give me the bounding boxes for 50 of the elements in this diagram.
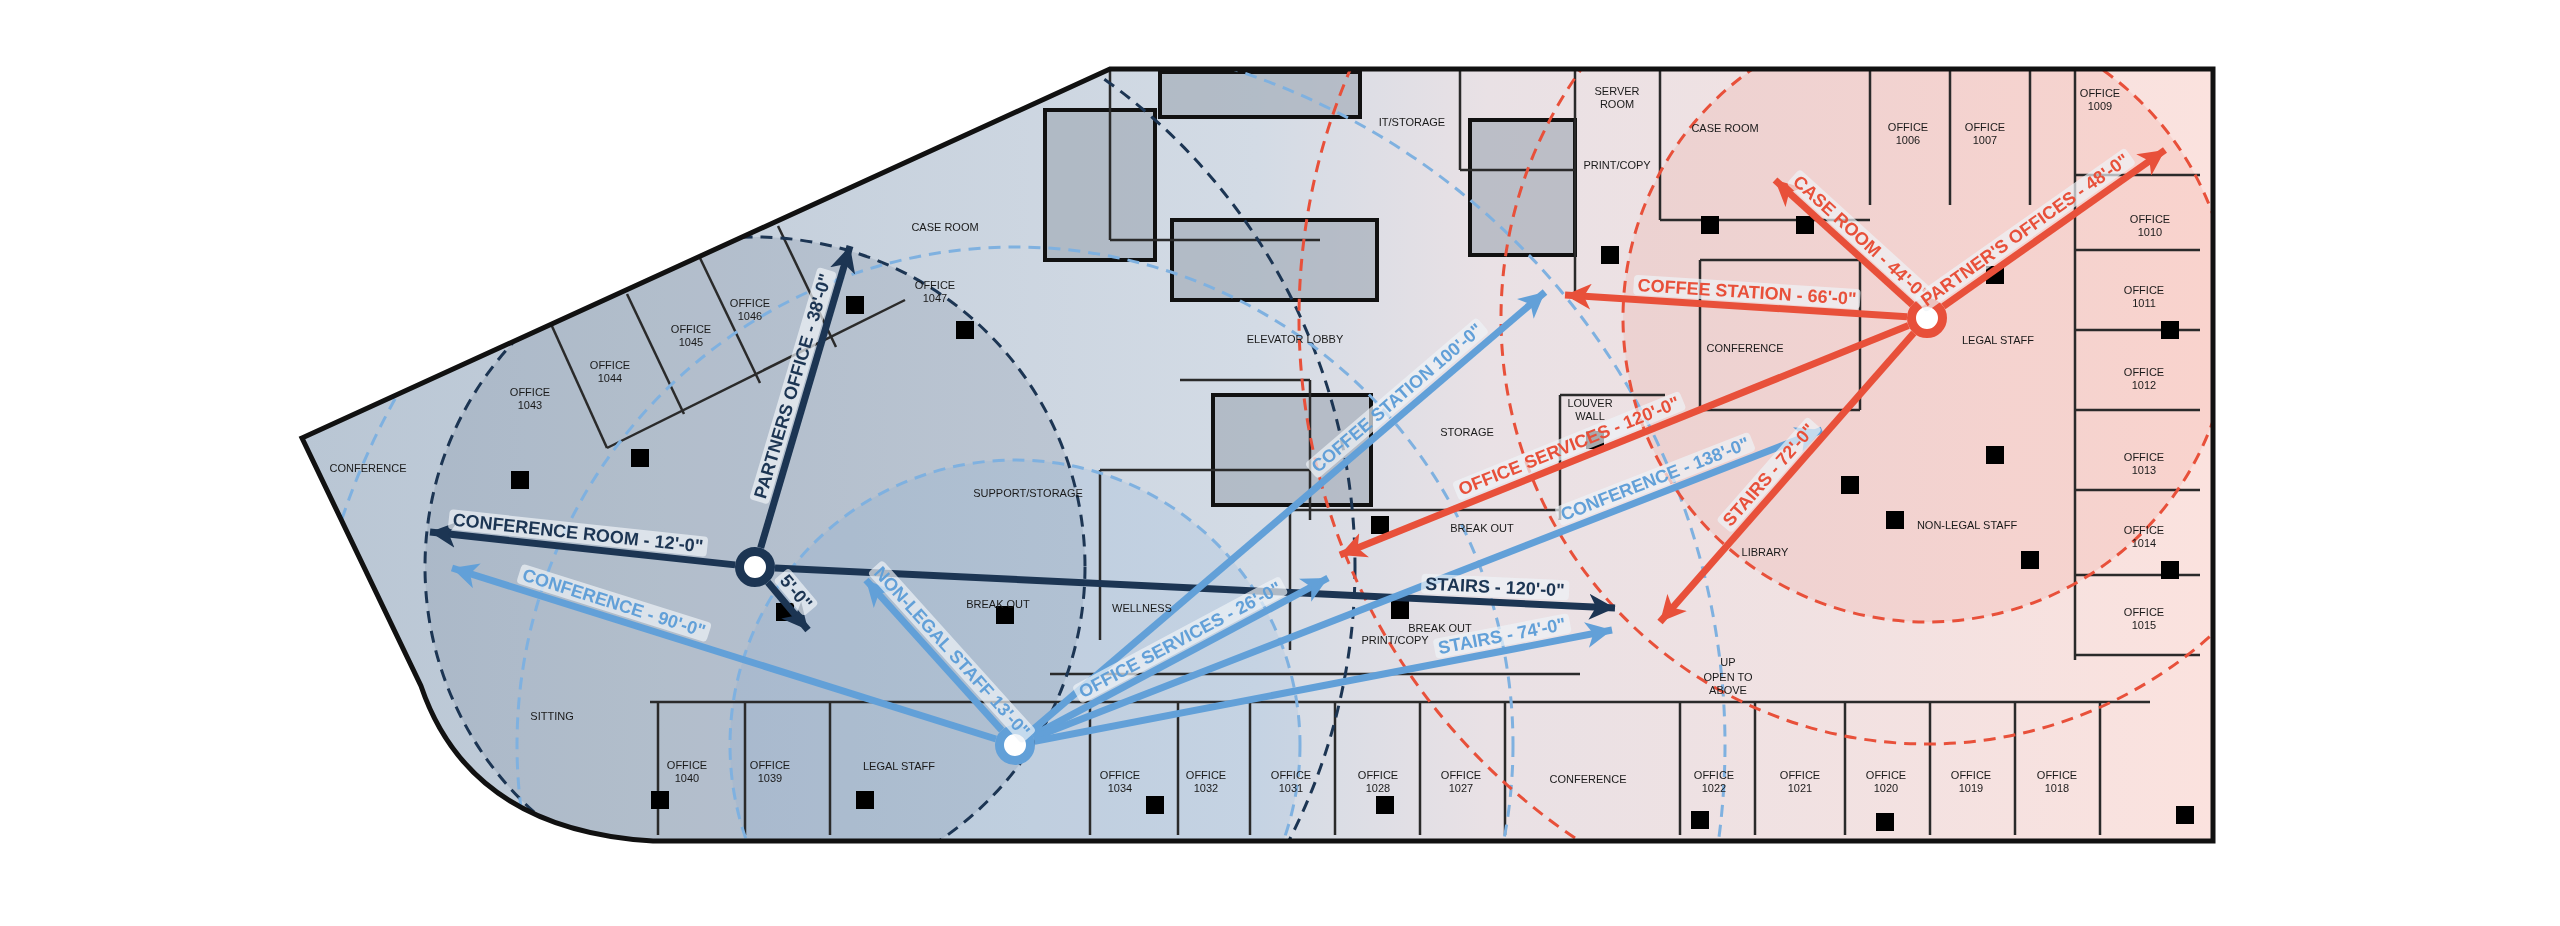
room-label: OFFICE 1027 <box>1439 769 1483 795</box>
room-label: OFFICE 1034 <box>1098 769 1142 795</box>
room-label: OFFICE 1012 <box>2122 366 2166 392</box>
room-label: OFFICE 1015 <box>2122 606 2166 632</box>
arrow <box>757 245 856 549</box>
room-label: BREAK OUT <box>1449 521 1515 535</box>
room-label: OFFICE 1006 <box>1886 121 1930 147</box>
room-label: OFFICE 1039 <box>748 759 792 785</box>
room-label: UP <box>1719 655 1737 669</box>
room-label: OFFICE 1044 <box>588 359 632 385</box>
room-label: LOUVER WALL <box>1566 397 1614 423</box>
arrow <box>1564 283 1908 321</box>
room-label: CASE ROOM <box>910 220 980 234</box>
room-label: OFFICE 1028 <box>1356 769 1400 795</box>
arrow <box>1033 622 1613 745</box>
room-label: OFFICE 1032 <box>1184 769 1228 795</box>
arrow <box>1941 147 2167 310</box>
room-label: OFFICE 1014 <box>2122 524 2166 550</box>
room-label: OFFICE 1031 <box>1269 769 1313 795</box>
room-label: SUPPORT/STORAGE <box>972 486 1084 500</box>
room-label: CONFERENCE <box>328 461 408 475</box>
arrow <box>450 563 997 743</box>
room-label: LEGAL STAFF <box>861 759 937 773</box>
room-label: OFFICE 1022 <box>1692 769 1736 795</box>
room-label: LEGAL STAFF <box>1960 333 2036 347</box>
room-label: NON-LEGAL STAFF <box>1915 518 2019 532</box>
room-label: OFFICE 1013 <box>2122 451 2166 477</box>
room-label: OFFICE 1043 <box>508 386 552 412</box>
room-label: PRINT/COPY <box>1360 633 1430 647</box>
room-label: OFFICE 1007 <box>1963 121 2007 147</box>
room-label: LIBRARY <box>1740 545 1790 559</box>
room-label: PRINT/COPY <box>1582 158 1652 172</box>
room-label: SITTING <box>529 709 575 723</box>
room-label: OFFICE 1018 <box>2035 769 2079 795</box>
room-label: WELLNESS <box>1111 601 1172 614</box>
room-label: OFFICE 1047 <box>913 279 957 305</box>
room-label: OFFICE 1019 <box>1949 769 1993 795</box>
room-label: OFFICE 1040 <box>665 759 709 785</box>
room-label: OFFICE 1021 <box>1778 769 1822 795</box>
arrow <box>765 580 811 633</box>
room-label: SERVER ROOM <box>1593 85 1641 111</box>
room-label: OFFICE 1009 <box>2078 87 2122 113</box>
room-label: CONFERENCE <box>1548 772 1628 786</box>
room-label: IT/STORAGE <box>1377 115 1447 129</box>
arrow <box>774 564 1616 620</box>
room-label: OFFICE 1020 <box>1864 769 1908 795</box>
room-label: BREAK OUT <box>965 597 1031 611</box>
room-label: CONFERENCE <box>1705 341 1785 355</box>
room-label: OFFICE 1045 <box>669 323 713 349</box>
room-label: CASE ROOM <box>1690 121 1760 135</box>
